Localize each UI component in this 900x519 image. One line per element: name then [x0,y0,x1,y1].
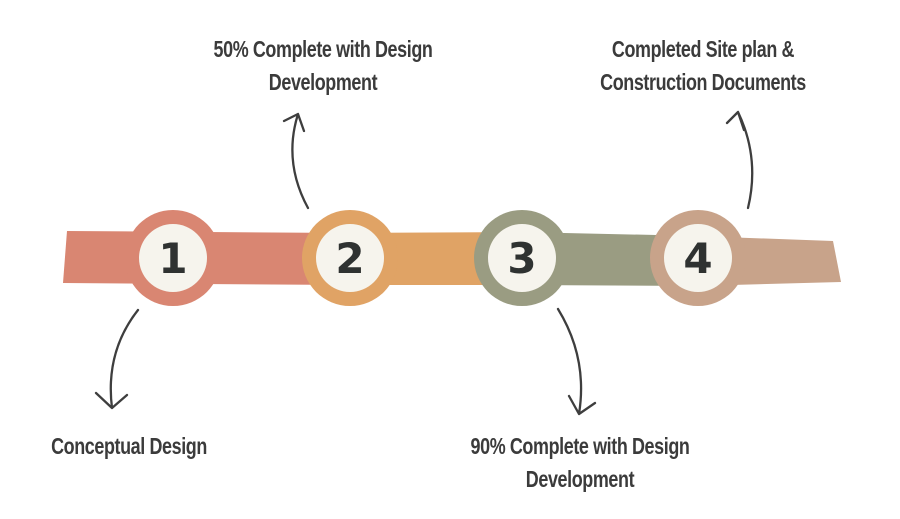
step-label-4-line-2: Construction Documents [600,69,806,95]
curved-arrow-step-1-icon [94,308,140,410]
step-label-3-line-1: 90% Complete with Design [470,433,690,459]
step-circle-4-inner [664,224,732,292]
step-label-4: Completed Site plan & Construction Docum… [600,33,806,99]
curved-arrow-step-4-icon [725,110,754,210]
step-circle-1-inner [139,224,207,292]
step-number-3: 3 [507,234,536,283]
curved-arrow-step-2-icon [282,112,310,210]
step-number-1: 1 [158,234,187,283]
step-label-3-line-2: Development [525,466,635,492]
step-label-1: Conceptual Design [51,430,207,463]
step-label-2: 50% Complete with Design Development [214,33,433,99]
step-number-2: 2 [335,234,364,283]
step-number-4: 4 [683,234,712,283]
step-circle-3-inner [488,224,556,292]
step-label-3: 90% Complete with Design Development [471,430,690,496]
step-label-2-line-2: Development [268,69,378,95]
step-circle-2-inner [316,224,384,292]
step-label-2-line-1: 50% Complete with Design [213,36,433,62]
step-label-4-line-1: Completed Site plan & [611,36,795,62]
step-label-1-line-1: Conceptual Design [51,433,207,459]
curved-arrow-step-3-icon [556,307,597,416]
